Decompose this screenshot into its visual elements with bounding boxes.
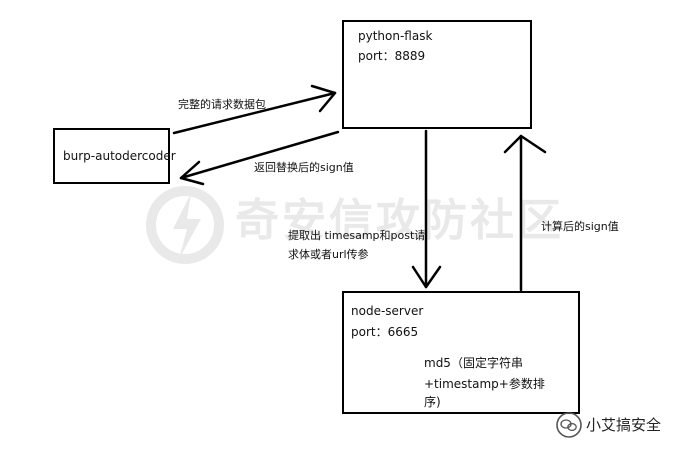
md5-note-line1: md5（固定字符串 bbox=[424, 356, 523, 370]
arrow-node-to-flask bbox=[503, 134, 547, 292]
flask-port: port：8889 bbox=[358, 49, 426, 63]
python-flask-node: python-flask port：8889 bbox=[342, 20, 532, 129]
burp-node: burp-autodercoder bbox=[53, 128, 176, 184]
flask-name: python-flask bbox=[358, 29, 433, 43]
brand: 小艾搞安全 bbox=[556, 410, 686, 440]
brand-text: 小艾搞安全 bbox=[586, 416, 662, 434]
watermark: 奇安信攻防社区 bbox=[145, 185, 561, 265]
label-flask-to-node-line2: 求体或者url传参 bbox=[288, 248, 369, 261]
label-burp-to-flask: 完整的请求数据包 bbox=[178, 98, 266, 111]
md5-note-line3: 序) bbox=[424, 395, 441, 409]
label-flask-to-burp: 返回替换后的sign值 bbox=[254, 161, 354, 174]
arrow-burp-to-flask bbox=[172, 84, 337, 135]
watermark-logo-icon bbox=[146, 186, 224, 264]
wechat-icon bbox=[556, 412, 582, 438]
node-server-node: node-server port：6665 md5（固定字符串 +timesta… bbox=[342, 291, 580, 414]
watermark-text: 奇安信攻防社区 bbox=[235, 195, 564, 246]
burp-node-label: burp-autodercoder bbox=[63, 149, 176, 163]
node-server-port: port：6665 bbox=[351, 325, 419, 339]
label-flask-to-node-line1: 提取出 timesamp和post请 bbox=[288, 229, 426, 242]
label-node-to-flask: 计算后的sign值 bbox=[541, 220, 619, 233]
node-server-name: node-server bbox=[351, 304, 424, 318]
arrow-flask-to-burp bbox=[179, 130, 340, 186]
md5-note-line2: +timestamp+参数排 bbox=[424, 377, 545, 391]
arrow-flask-to-node bbox=[411, 129, 442, 289]
